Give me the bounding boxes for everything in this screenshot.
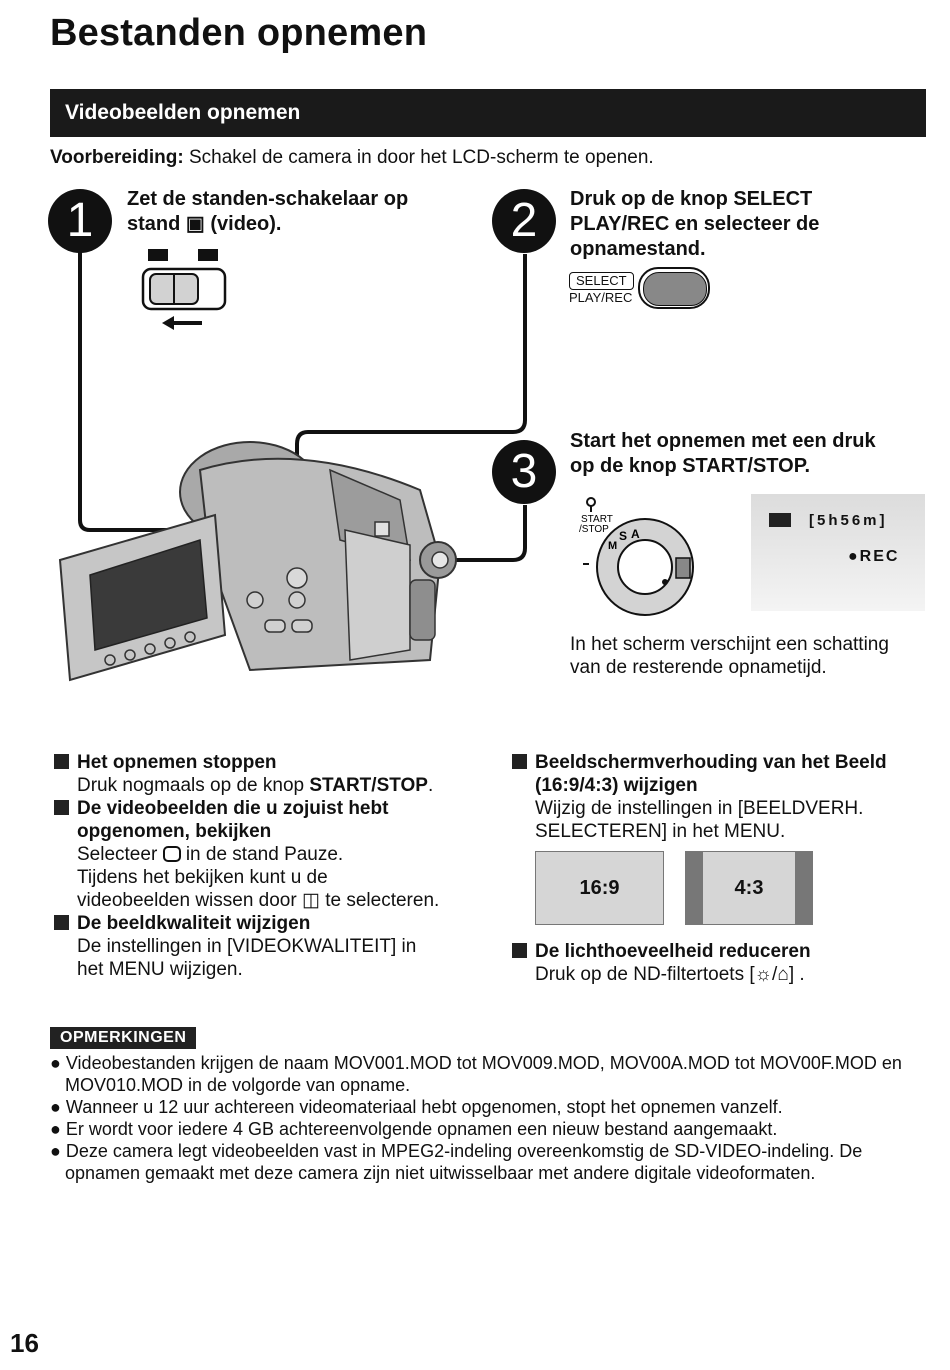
section-stop-recording-head: Het opnemen stoppen: [54, 751, 494, 774]
step-1-line2-pre: stand: [127, 213, 186, 235]
nd-filter-icon: ☼/⌂: [754, 964, 789, 985]
lcd-screen: [5h56m] ●REC: [751, 494, 925, 611]
section-aspect-head2: (16:9/4:3) wijzigen: [535, 775, 698, 796]
dial-mode-m: M: [608, 540, 617, 552]
note-item: ● Er wordt voor iedere 4 GB achtereenvol…: [50, 1119, 778, 1139]
section-view-body2: Tijdens het bekijken kunt u de: [77, 867, 328, 888]
step-3-line1: Start het opnemen met een druk: [570, 430, 876, 452]
page-title: Bestanden opnemen: [50, 12, 428, 54]
notes-tag: OPMERKINGEN: [50, 1027, 197, 1049]
dial-mode-a: A: [631, 527, 640, 541]
note-item: ● Wanneer u 12 uur achtereen videomateri…: [50, 1097, 783, 1117]
step-2-number: 2: [492, 189, 556, 253]
aspect-16-9: 16:9: [535, 851, 664, 925]
preparation-text: Schakel de camera in door het LCD-scherm…: [183, 147, 654, 168]
preparation-line: Voorbereiding: Schakel de camera in door…: [50, 147, 654, 169]
screen-note-line2: van de resterende opnametijd.: [570, 657, 827, 678]
section-quality-body2: het MENU wijzigen.: [77, 959, 243, 980]
select-label: SELECT: [569, 272, 634, 290]
section-quality-body1: De instellingen in [VIDEOKWALITEIT] in: [77, 936, 417, 957]
section-view-head2: opgenomen, bekijken: [77, 821, 272, 842]
step-2-line2: PLAY/REC en selecteer de: [570, 213, 820, 235]
dial-mode-s: S: [619, 529, 627, 543]
step-1-line2: stand ▣ (video).: [127, 212, 408, 237]
rec-indicator: ●REC: [848, 548, 900, 565]
right-sections: Beeldschermverhouding van het Beeld (16:…: [512, 751, 932, 843]
left-sections: Het opnemen stoppen Druk nogmaals op de …: [54, 751, 494, 981]
playback-icon: [162, 846, 181, 862]
section-quality-head: De beeldkwaliteit wijzigen: [54, 912, 494, 935]
section-bar: Videobeelden opnemen: [50, 89, 926, 137]
section-aspect-head: Beeldschermverhouding van het Beeld: [512, 751, 932, 774]
aspect-4-3: 4:3: [685, 851, 813, 925]
preparation-label: Voorbereiding:: [50, 147, 184, 168]
select-button-label: SELECT PLAY/REC: [569, 272, 634, 306]
step-1-number: 1: [48, 189, 112, 253]
step-1-line2-post: (video).: [204, 213, 282, 235]
remaining-time: [5h56m]: [809, 512, 888, 529]
section-nd-head: De lichthoeveelheid reduceren: [512, 940, 932, 963]
trash-icon: ◫: [302, 890, 320, 911]
step-1-line1: Zet de standen-schakelaar op: [127, 188, 409, 210]
notes-list: ● Videobestanden krijgen de naam MOV001.…: [50, 1052, 930, 1184]
mode-dial: START /STOP A S M: [579, 497, 694, 616]
step-2-text: Druk op de knop SELECT PLAY/REC en selec…: [570, 187, 819, 262]
step-2-line1: Druk op de knop SELECT: [570, 188, 813, 210]
step-1-text: Zet de standen-schakelaar op stand ▣ (vi…: [127, 187, 408, 237]
section-nd-filter: De lichthoeveelheid reduceren Druk op de…: [512, 940, 932, 986]
screen-note-line1: In het scherm verschijnt een schatting: [570, 634, 889, 655]
section-aspect-body1: Wijzig de instellingen in [BEELDVERH.: [535, 798, 864, 819]
dial-stop-label: /STOP: [579, 524, 609, 535]
section-view-head: De videobeelden die u zojuist hebt: [54, 797, 494, 820]
video-quality-icon: [769, 513, 791, 527]
step-2-line3: opnamestand.: [570, 238, 706, 260]
step-3-line2: op de knop START/STOP.: [570, 455, 811, 477]
video-mode-icon: ▣: [185, 213, 205, 235]
select-playrec-button[interactable]: [638, 267, 710, 309]
rec-text: REC: [859, 548, 900, 565]
section-bar-title: Videobeelden opnemen: [65, 101, 301, 124]
mode-switch: [141, 249, 227, 330]
video-mode-icon: [148, 249, 168, 261]
screen-note: In het scherm verschijnt een schatting v…: [570, 633, 889, 679]
still-mode-icon: [198, 249, 218, 261]
section-view-body1: Selecteer in de stand Pauze.: [77, 844, 344, 865]
camera-illustration: [58, 250, 527, 682]
step-3-text: Start het opnemen met een druk op de kno…: [570, 429, 876, 479]
page-number: 16: [10, 1328, 39, 1358]
section-stop-recording-body: Druk nogmaals op de knop START/STOP.: [77, 775, 434, 796]
section-view-body3: videobeelden wissen door ◫ te selecteren…: [77, 890, 440, 911]
note-item: ● Videobestanden krijgen de naam MOV001.…: [50, 1053, 902, 1095]
step-3-number: 3: [492, 440, 556, 504]
note-item: ● Deze camera legt videobeelden vast in …: [50, 1141, 863, 1183]
dial-start-label: START: [581, 514, 613, 525]
playrec-label: PLAY/REC: [569, 290, 633, 305]
section-nd-body: Druk op de ND-filtertoets [☼/⌂] .: [535, 964, 805, 985]
section-aspect-body2: SELECTEREN] in het MENU.: [535, 821, 786, 842]
